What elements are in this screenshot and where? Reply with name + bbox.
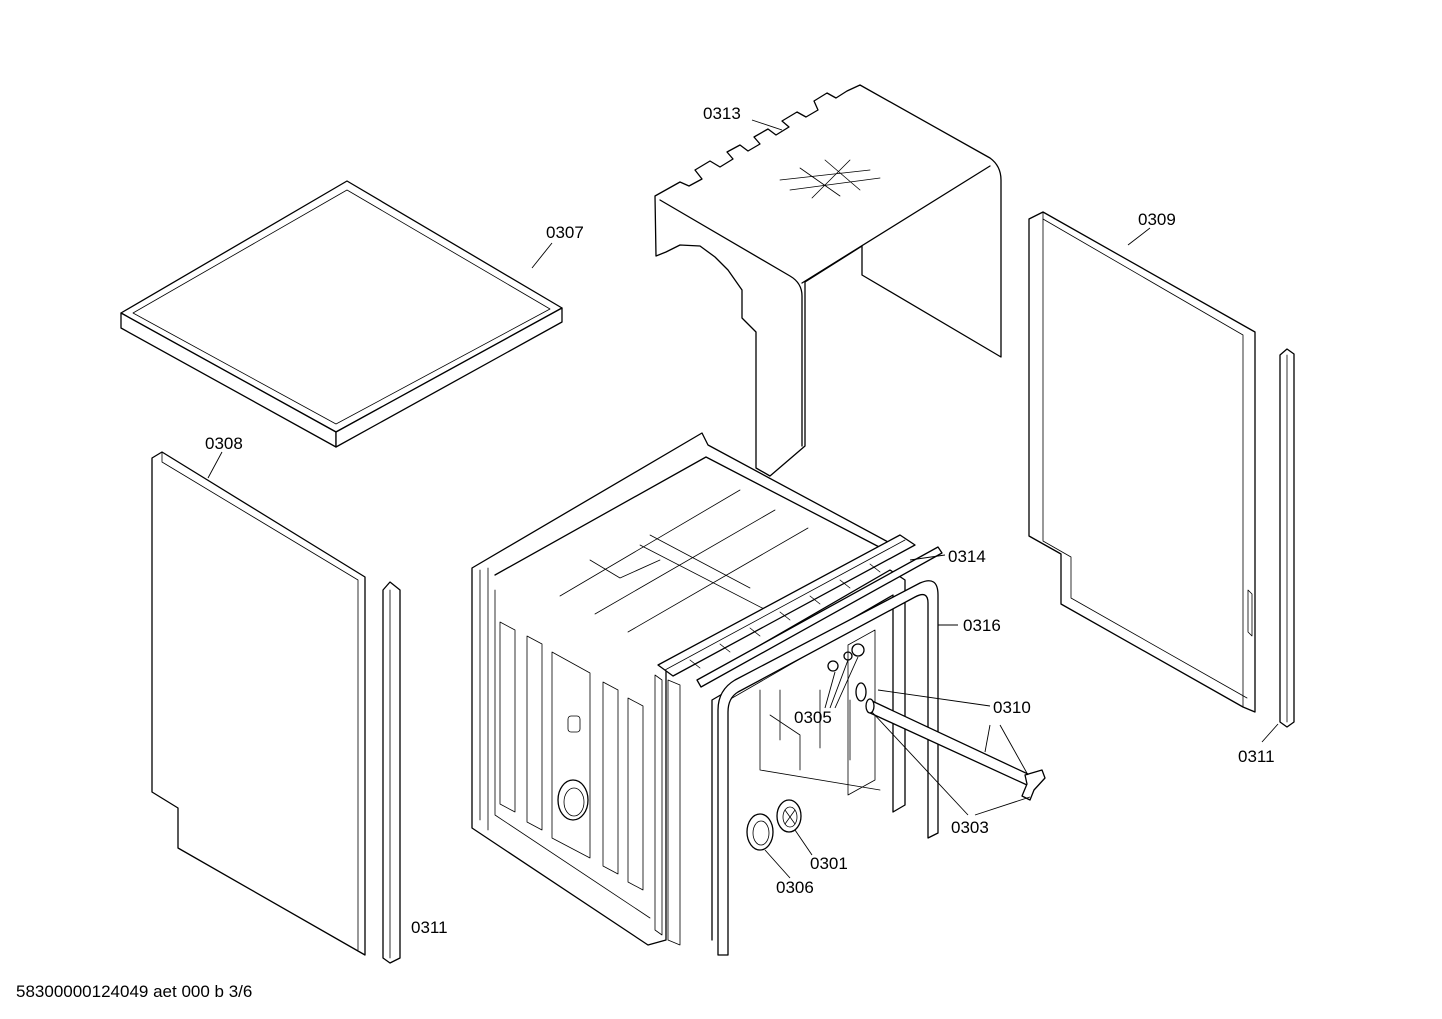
part-0313-insulation-cover	[654, 84, 1002, 477]
part-0309-right-side-panel	[1028, 211, 1256, 713]
part-0316-door-seal	[717, 580, 939, 956]
label-0303: 0303	[951, 818, 989, 837]
part-0307-lid	[120, 180, 563, 448]
document-reference: 58300000124049 aet 000 b 3/6	[16, 982, 252, 1001]
label-0311-right: 0311	[1238, 747, 1275, 766]
leader-lines	[207, 119, 1279, 879]
label-0301: 0301	[810, 854, 848, 873]
label-0305: 0305	[794, 708, 832, 727]
part-labels: 0313 0307 0309 0308 0314 0316 0310 0305 …	[205, 104, 1275, 937]
label-0309: 0309	[1138, 210, 1176, 229]
label-0314: 0314	[948, 547, 986, 566]
part-0311-left-trim-strip	[382, 581, 401, 964]
label-0307: 0307	[546, 223, 584, 242]
label-0306: 0306	[776, 878, 814, 897]
part-0301-filter-cap	[776, 799, 802, 833]
part-0310-spray-tube	[865, 698, 1046, 801]
label-0316: 0316	[963, 616, 1001, 635]
label-0310: 0310	[993, 698, 1031, 717]
label-0313: 0313	[703, 104, 741, 123]
part-0308-left-side-panel	[151, 451, 366, 956]
part-0311-right-trim-strip	[1279, 348, 1295, 728]
part-0306-ring	[746, 813, 774, 851]
label-0311-left: 0311	[411, 918, 448, 937]
part-0314-gasket-strip	[657, 534, 943, 688]
label-0308: 0308	[205, 434, 243, 453]
